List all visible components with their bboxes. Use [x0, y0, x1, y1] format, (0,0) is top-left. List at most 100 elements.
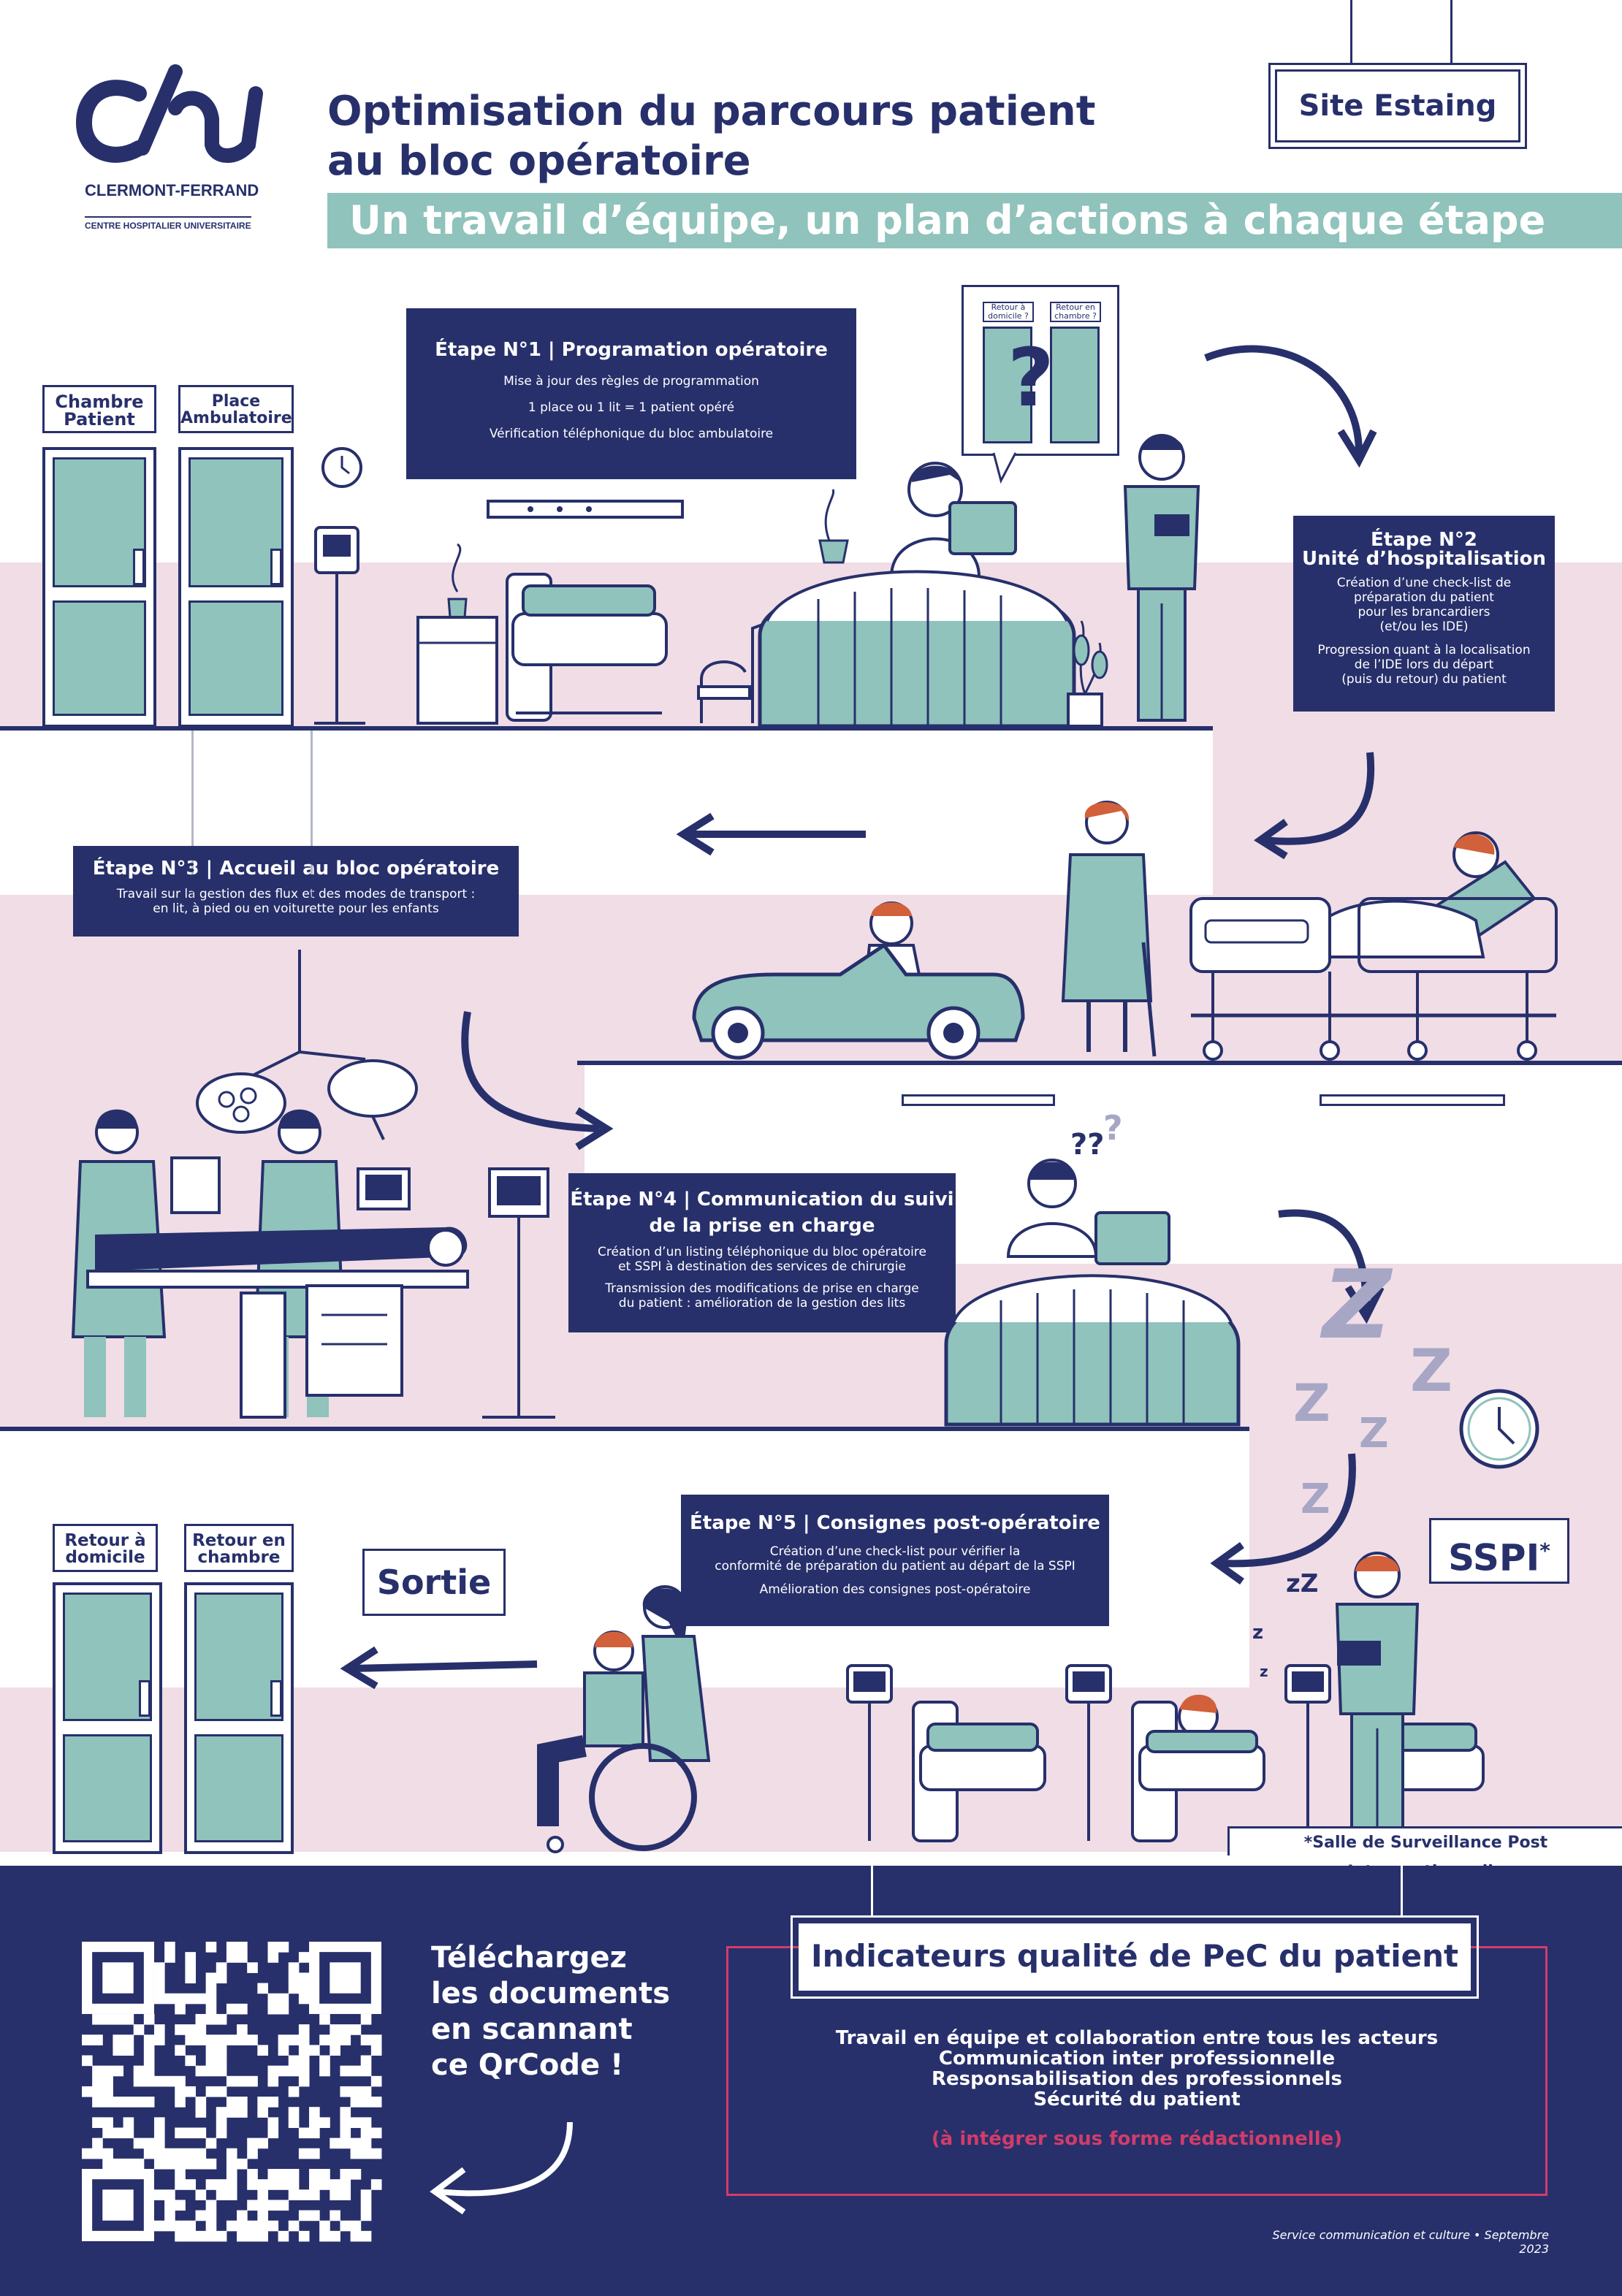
step-4-box: Étape N°4 | Communication du suivi de la…	[568, 1173, 956, 1332]
step-2-line-3: pour les brancardiers	[1358, 605, 1490, 619]
svg-text:??: ??	[1070, 1128, 1104, 1162]
site-label: Site Estaing	[1268, 63, 1527, 149]
step-5-line-2: conformité de préparation du patient au …	[715, 1559, 1075, 1574]
step-2-line-1: Création d’une check-list de	[1336, 576, 1512, 590]
sleep-z-2: Z	[1410, 1337, 1453, 1405]
sleep-z-6: zZ	[1286, 1569, 1319, 1598]
indicators-hanger	[871, 1866, 1403, 1917]
door-label-chambre: Chambre Patient	[42, 385, 156, 433]
step-4-line-3: Transmission des modifications de prise …	[605, 1281, 919, 1296]
credit: Service communication et culture • Septe…	[1272, 2228, 1549, 2256]
door-label-ambulatoire: Place Ambulatoire	[178, 385, 294, 433]
step-2-line-2: préparation du patient	[1354, 590, 1494, 605]
qr-code[interactable]	[82, 1942, 382, 2242]
question-bubble: Retour à domicile ? Retour en chambre ? …	[962, 285, 1119, 456]
shelf-1	[902, 1094, 1055, 1106]
sspi-star: *	[1539, 1538, 1550, 1563]
operating-room-scene	[71, 1109, 555, 1419]
ceiling-pipe	[191, 731, 313, 899]
sortie-label: Sortie	[362, 1549, 506, 1616]
plant-icon	[1067, 620, 1108, 728]
step-3-line-2: en lit, à pied ou en voiturette pour les…	[153, 901, 439, 916]
indicators-title-box: Indicateurs qualité de PeC du patient	[791, 1915, 1479, 1999]
page-title-line2: au bloc opératoire	[327, 137, 751, 185]
kid-car-icon	[692, 901, 1025, 1060]
step-5-line-1: Création d’une check-list pour vérifier …	[769, 1544, 1021, 1559]
wheelchair-scene	[537, 1585, 711, 1853]
question-mark-icon: ?	[1008, 331, 1054, 424]
floor-1	[0, 726, 1213, 731]
arrow-1-icon	[1204, 345, 1377, 468]
arrow-3-icon	[676, 812, 866, 856]
sspi-label: SSPI*	[1429, 1518, 1569, 1584]
sleep-z-1: Z	[1322, 1249, 1392, 1360]
step-5-title: Étape N°5 | Consignes post-opératoire	[690, 1512, 1100, 1534]
sleep-z-7: z	[1252, 1622, 1264, 1644]
door-chambre-patient	[42, 447, 156, 728]
step-4-title-1: Étape N°4 | Communication du suivi	[570, 1189, 954, 1210]
step-2-line-6: de l’IDE lors du départ	[1354, 657, 1494, 672]
step-2-line-7: (puis du retour) du patient	[1341, 672, 1507, 687]
qr-text-line-2: les documents	[431, 1977, 671, 2010]
step-1-box: Étape N°1 | Programation opératoire Mise…	[406, 308, 856, 479]
sleep-z-3: Z	[1293, 1373, 1330, 1433]
bedside-table-icon	[416, 543, 498, 725]
step-2-title-2: Unité d’hospitalisation	[1301, 548, 1547, 570]
question-sign-chambre: Retour en chambre ?	[1050, 302, 1101, 322]
door-label-chambre-text: Chambre Patient	[55, 392, 144, 430]
door-place-ambulatoire	[178, 447, 294, 728]
indicators-list: Travail en équipe et collaboration entre…	[726, 2028, 1547, 2149]
door-label-domicile-text: Retour à domicile	[64, 1531, 146, 1567]
qr-text-line-1: Téléchargez	[431, 1941, 627, 1975]
step-4-line-4: du patient : amélioration de la gestion …	[618, 1296, 906, 1311]
reception-desk-2: ?? ?	[944, 1108, 1241, 1427]
step-1-line-1: Mise à jour des règles de programmation	[503, 374, 759, 389]
bubble-tail	[992, 452, 1017, 484]
step-1-line-3: Vérification téléphonique du bloc ambula…	[489, 427, 774, 441]
nurse-figure-1	[1123, 434, 1200, 722]
step-3-box: Étape N°3 | Accueil au bloc opératoire T…	[73, 846, 519, 937]
arrow-5-icon	[1278, 1209, 1385, 1324]
floor-3	[0, 1427, 1249, 1431]
step-3-line-1: Travail sur la gestion des flux et des m…	[116, 887, 476, 901]
indicator-3: Responsabilisation des professionnels	[931, 2068, 1343, 2090]
shelf-2	[1320, 1094, 1505, 1106]
reception-desk-1	[751, 462, 1076, 728]
page-title-line1: Optimisation du parcours patient	[327, 88, 1096, 135]
qr-text: Téléchargez les documents en scannant ce…	[431, 1940, 670, 2083]
sleep-z-4: Z	[1359, 1410, 1389, 1457]
door-retour-domicile[interactable]	[53, 1582, 162, 1854]
door-retour-chambre[interactable]	[184, 1582, 294, 1854]
arrow-7-icon	[340, 1646, 538, 1690]
arrow-2-icon	[1254, 752, 1375, 860]
step-4-title-2: de la prise en charge	[649, 1215, 875, 1237]
subtitle-text: Un travail d’équipe, un plan d’actions à…	[349, 197, 1546, 243]
logo-sub: CENTRE HOSPITALIER UNIVERSITAIRE	[85, 216, 251, 231]
qr-code-icon	[82, 1942, 382, 2242]
step-1-title: Étape N°1 | Programation opératoire	[435, 339, 828, 361]
step-5-line-3: Amélioration des consignes post-opératoi…	[759, 1582, 1031, 1597]
step-5-box: Étape N°5 | Consignes post-opératoire Cr…	[681, 1495, 1109, 1626]
floor-2	[577, 1061, 1622, 1065]
indicator-2: Communication inter professionnelle	[938, 2048, 1336, 2070]
step-2-line-4: (et/ou les IDE)	[1379, 619, 1469, 634]
sspi-footnote: *Salle de Surveillance Post Intervention…	[1227, 1826, 1622, 1881]
qr-text-line-3: en scannant	[431, 2013, 633, 2046]
hospital-bed-icon	[506, 573, 668, 722]
chu-logo-icon	[75, 64, 263, 163]
clock-icon	[321, 447, 362, 488]
arrow-6-icon	[1210, 1453, 1356, 1585]
surgical-lights-icon	[196, 950, 418, 1140]
door-label-retour-chambre: Retour en chambre	[184, 1524, 294, 1572]
door-label-retour-chambre-text: Retour en chambre	[192, 1531, 286, 1567]
patient-bed-icon	[1189, 831, 1558, 1061]
qr-text-line-4: ce QrCode !	[431, 2048, 624, 2082]
chair-icon	[697, 660, 751, 723]
step-3-title: Étape N°3 | Accueil au bloc opératoire	[92, 858, 500, 880]
site-hanger	[1350, 0, 1452, 64]
indicator-1: Travail en équipe et collaboration entre…	[835, 2027, 1439, 2049]
step-1-line-2: 1 place ou 1 lit = 1 patient opéré	[528, 400, 735, 415]
wall-clock-icon	[1459, 1389, 1539, 1469]
sortie-label-text: Sortie	[376, 1563, 492, 1602]
monitor-stand-icon	[314, 526, 365, 725]
